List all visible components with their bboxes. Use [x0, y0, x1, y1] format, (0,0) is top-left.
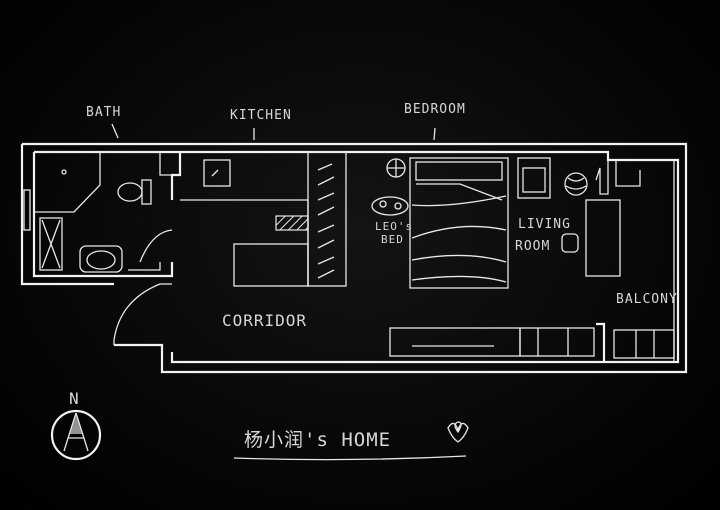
plan-title: 杨小润's HOME	[244, 429, 391, 451]
north-compass-icon: N	[50, 389, 102, 461]
corridor-label: CORRIDOR	[222, 311, 307, 330]
pillow	[415, 161, 503, 181]
leos-bed-label-line1: LEO's	[375, 220, 413, 233]
living-label-line2: ROOM	[515, 239, 550, 254]
bath-window	[23, 189, 31, 231]
bath-fixtures	[23, 151, 173, 273]
sink-icon	[79, 245, 123, 273]
bed	[409, 157, 509, 289]
stove-hatch	[275, 215, 309, 231]
toilet-icon	[117, 182, 143, 202]
outer-wall	[20, 142, 688, 374]
dog-bed-icon	[371, 196, 409, 216]
shower-tray	[39, 217, 63, 271]
tv-console	[389, 327, 595, 357]
compass-n-label: N	[69, 389, 80, 408]
balcony-label: BALCONY	[616, 292, 678, 307]
living-label-line1: LIVING	[518, 217, 571, 232]
bedroom-fixtures	[371, 157, 509, 289]
living-room-fixtures	[517, 157, 621, 277]
heart-icon-outline	[447, 422, 469, 443]
entry-door-swing	[113, 283, 172, 345]
kitchen-fixtures	[180, 159, 309, 287]
balcony-area	[596, 160, 675, 362]
round-table-icon	[564, 172, 588, 196]
kitchen-label: KITCHEN	[230, 108, 292, 123]
cabinet	[233, 243, 309, 287]
bath-leader	[111, 123, 119, 139]
desk	[585, 199, 621, 277]
bedroom-label: BEDROOM	[404, 102, 466, 117]
shower-area	[34, 151, 101, 213]
bedroom-leader	[433, 127, 436, 141]
kitchen-sink-icon	[203, 159, 231, 187]
title-underline	[233, 455, 467, 461]
bath-label: BATH	[86, 105, 121, 120]
wardrobe	[307, 151, 347, 287]
leos-bed-label-line2: BED	[381, 233, 404, 246]
armchair-icon	[517, 157, 551, 199]
stool-icon	[561, 233, 579, 253]
bath-door-swing	[139, 229, 173, 263]
